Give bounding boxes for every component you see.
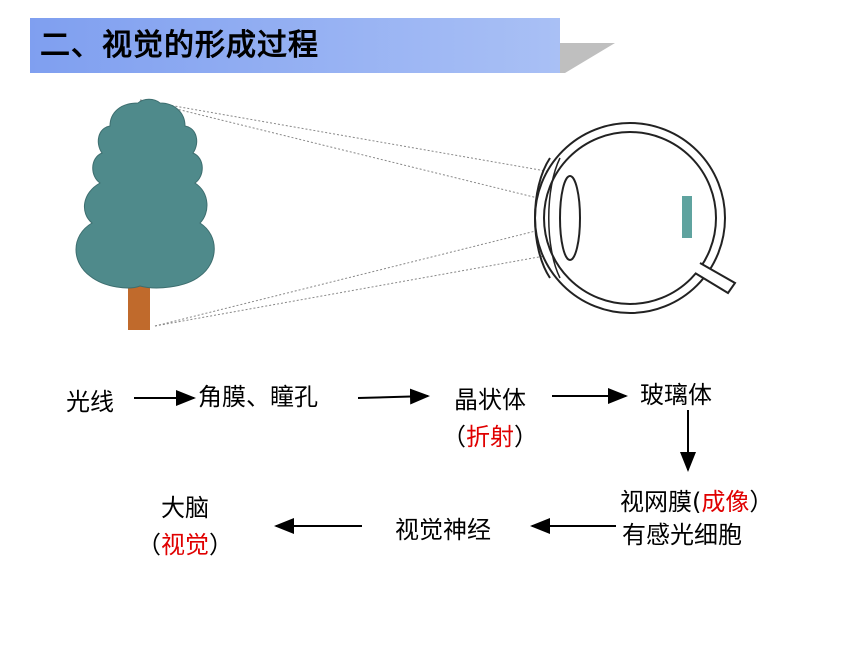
node-brain-label: 大脑 bbox=[161, 494, 209, 522]
node-vitreous: 玻璃体 bbox=[640, 381, 712, 409]
node-cornea-pupil: 角膜、瞳孔 bbox=[198, 383, 318, 411]
arrow-cornea-to-lens bbox=[357, 388, 430, 405]
tree-eye-illustration bbox=[75, 98, 737, 330]
eyeball-icon bbox=[534, 122, 737, 314]
node-lens-label: 晶状体 bbox=[454, 386, 526, 414]
node-brain: 大脑 （视觉） bbox=[130, 488, 240, 560]
retina-image bbox=[682, 196, 692, 238]
node-photoreceptor: 有感光细胞 bbox=[622, 521, 742, 549]
page-title: 二、视觉的形成过程 bbox=[40, 28, 319, 63]
node-optic-nerve: 视觉神经 bbox=[395, 516, 491, 544]
node-retina: 视网膜(成像） bbox=[620, 488, 774, 516]
node-lens: 晶状体 （折射） bbox=[440, 380, 540, 452]
node-lens-note: （折射） bbox=[442, 423, 538, 451]
title-band bbox=[30, 18, 615, 73]
tree-icon bbox=[75, 98, 215, 330]
node-light: 光线 bbox=[66, 388, 114, 416]
node-brain-note: （视觉） bbox=[137, 531, 233, 559]
